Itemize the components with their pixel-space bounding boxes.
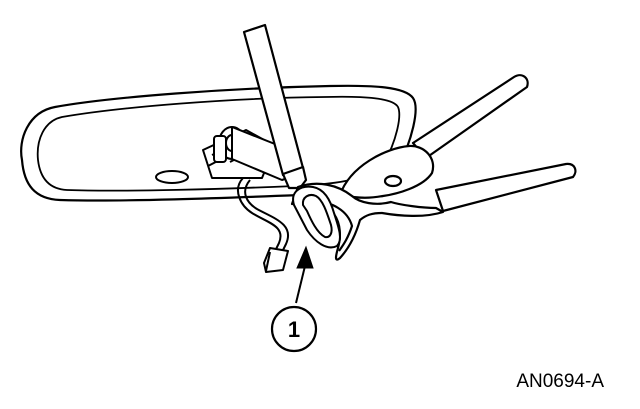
callout-leader-arrow [295,245,314,304]
callout-number: 1 [288,317,300,342]
figure-id-label: AN0694-A [516,371,604,392]
retaining-clip-icon [292,185,342,249]
callout-marker-1: 1 [270,305,318,353]
connector-plug-icon [263,247,289,273]
screwdriver-icon [242,23,308,190]
